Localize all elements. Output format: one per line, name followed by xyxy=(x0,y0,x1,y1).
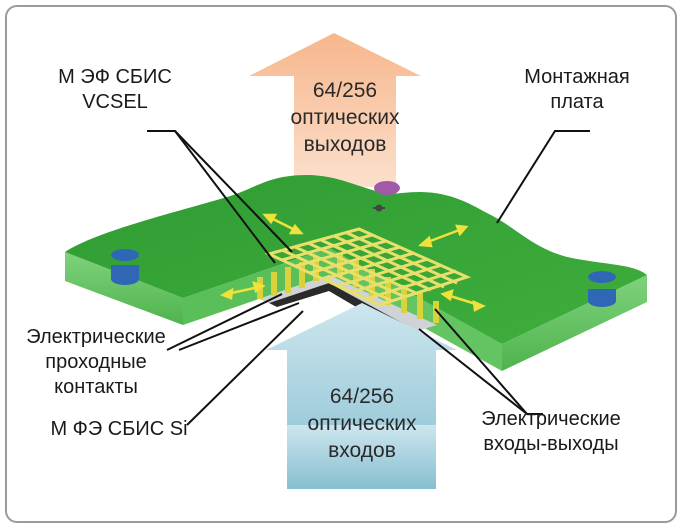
output-line1: 64/256 xyxy=(312,79,378,102)
marker xyxy=(374,181,400,195)
output-arrow-text: 64/256 оптических выходов xyxy=(285,77,405,158)
label-through-contacts: Электрические проходные контакты xyxy=(21,325,171,400)
label-vcsel-chip: М ЭФ СБИС VCSEL xyxy=(55,65,175,115)
label-contacts-line2: проходные xyxy=(45,351,147,373)
output-arrow xyxy=(249,33,421,187)
diagram-canvas xyxy=(65,33,647,489)
chip-bottom-dark xyxy=(269,283,417,337)
label-mounting-board: Монтажная плата xyxy=(507,65,647,115)
label-contacts-line3: контакты xyxy=(54,376,138,398)
label-board-line1: Монтажная xyxy=(524,66,630,88)
leader-lines xyxy=(147,130,590,426)
label-vcsel-line1: М ЭФ СБИС xyxy=(58,66,172,88)
board-vias xyxy=(111,249,616,307)
chip-bottom-slab xyxy=(259,275,437,331)
label-io-line1: Электрические xyxy=(481,408,621,430)
vcsel-grid xyxy=(264,227,472,307)
input-line2: оптических xyxy=(307,412,417,435)
label-contacts-line1: Электрические xyxy=(26,326,166,348)
label-electrical-io: Электрические входы-выходы xyxy=(471,407,631,457)
diagram-frame: М ЭФ СБИС VCSEL Монтажная плата 64/256 о… xyxy=(5,5,677,523)
signal-arrows xyxy=(220,213,486,312)
label-si-chip: М ФЭ СБИС Si xyxy=(49,417,189,442)
output-line2: оптических xyxy=(290,106,400,129)
board-side-left xyxy=(65,252,183,325)
output-line3: выходов xyxy=(303,133,387,156)
input-line3: входов xyxy=(328,439,396,462)
input-line1: 64/256 xyxy=(329,385,395,408)
label-io-line2: входы-выходы xyxy=(483,433,619,455)
label-si-line1: М ФЭ СБИС Si xyxy=(50,418,188,440)
small-contact xyxy=(373,204,385,212)
label-board-line2: плата xyxy=(550,91,604,113)
label-vcsel-line2: VCSEL xyxy=(82,91,148,113)
input-arrow-text: 64/256 оптических входов xyxy=(302,383,422,464)
